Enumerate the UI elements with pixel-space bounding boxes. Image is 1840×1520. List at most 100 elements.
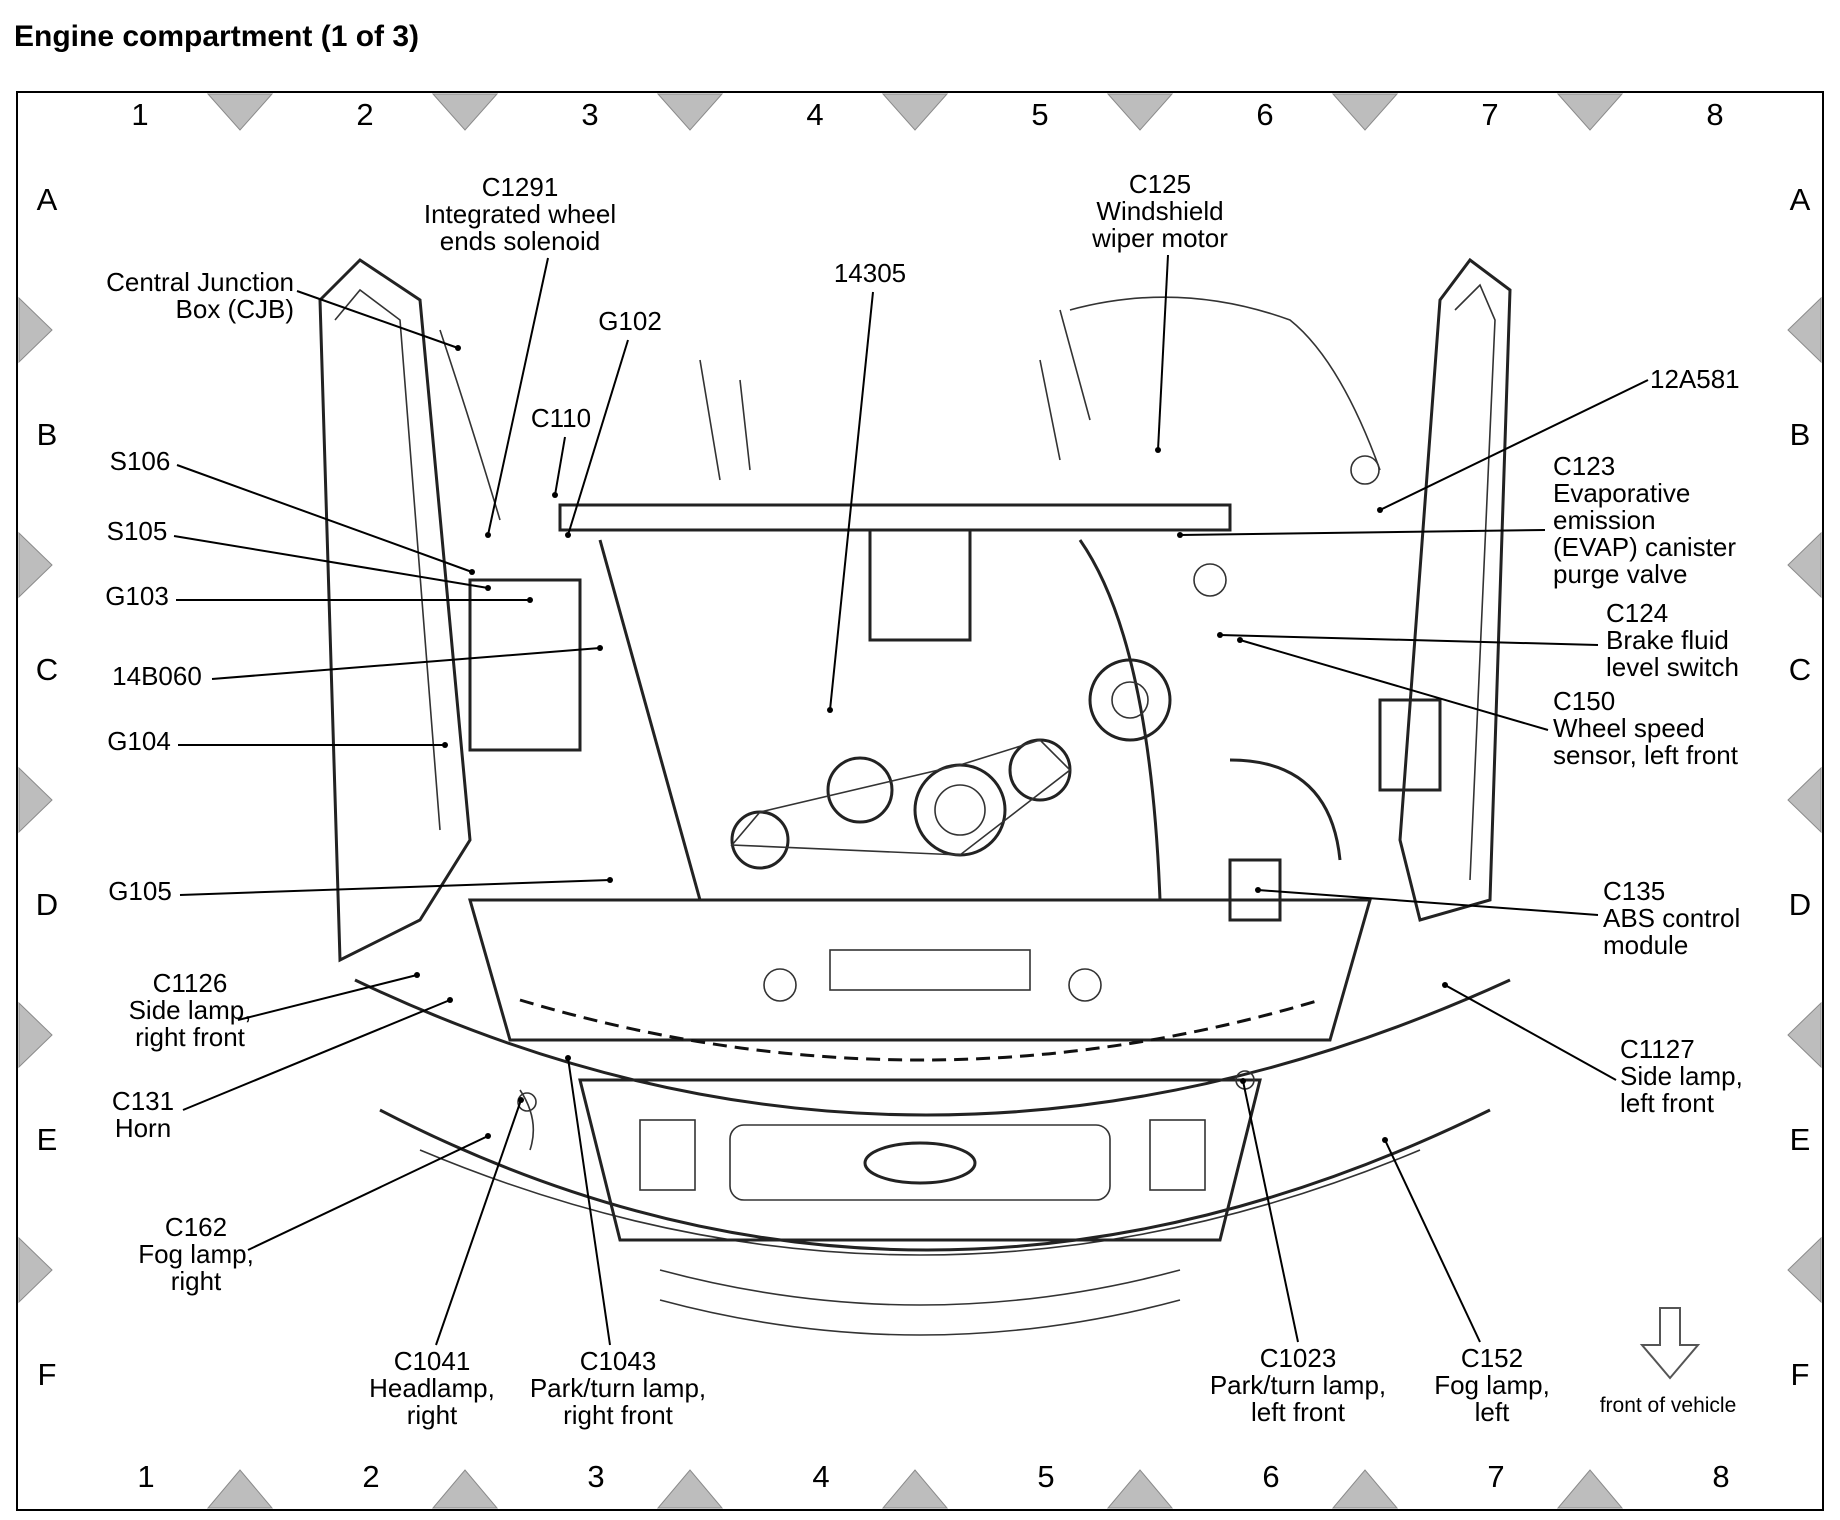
leader-end-c125 xyxy=(1155,447,1161,453)
callout-c123-code: C123 xyxy=(1553,451,1615,481)
grid-column-bottom-2: 2 xyxy=(362,1459,379,1494)
callout-s106: S106 xyxy=(110,446,171,476)
callout-c131-desc: Horn xyxy=(115,1113,171,1143)
leader-end-s105 xyxy=(485,585,491,591)
callout-cjb-code: Central Junction xyxy=(106,267,294,297)
leader-line-c125 xyxy=(1157,254,1169,451)
leader-line-12a581 xyxy=(1379,379,1649,511)
callout-c162-code: C162 xyxy=(165,1212,227,1242)
engine-illustration xyxy=(318,257,1512,1336)
grid-marker-bottom xyxy=(1331,1469,1399,1509)
grid-marker-right xyxy=(1787,1001,1822,1069)
grid-marker-bottom xyxy=(1106,1469,1174,1509)
crank-pulley xyxy=(913,763,1007,857)
callout-14305-code: 14305 xyxy=(834,258,906,288)
harness-dashed-front xyxy=(519,998,1321,1062)
callout-c124-desc: level switch xyxy=(1606,652,1739,682)
left-fender-inner xyxy=(1454,283,1496,881)
leader-line-c123 xyxy=(1179,529,1546,536)
fog-harness-right xyxy=(519,1089,535,1151)
callout-c1291-desc: Integrated wheel xyxy=(424,199,616,229)
grid-column-top-1: 1 xyxy=(131,97,148,132)
grid-marker-bottom xyxy=(656,1469,724,1509)
callout-c1127-code: C1127 xyxy=(1620,1034,1695,1064)
oval-emblem xyxy=(863,1141,977,1185)
leader-line-c1291 xyxy=(487,257,549,536)
callout-g105-code: G105 xyxy=(108,876,172,906)
grid-column-top-2: 2 xyxy=(356,97,373,132)
leader-end-14305 xyxy=(827,707,833,713)
leader-line-c1126 xyxy=(237,974,418,1021)
callout-c1041-desc: right xyxy=(407,1400,458,1430)
leader-end-c1041 xyxy=(518,1097,524,1103)
callout-c1043-desc: Park/turn lamp, xyxy=(530,1373,706,1403)
callout-c123-desc: Evaporative xyxy=(1553,478,1690,508)
callout-c110-code: C110 xyxy=(531,403,591,433)
grille-bar xyxy=(729,1124,1111,1201)
alternator-pulley xyxy=(826,756,894,824)
callout-c1023-desc: left front xyxy=(1251,1397,1346,1427)
right-fender-outline xyxy=(318,258,472,963)
callout-c152-desc: Fog lamp, xyxy=(1434,1370,1550,1400)
leader-end-c1023 xyxy=(1240,1078,1246,1084)
harness-cjb xyxy=(439,329,501,521)
grid-column-bottom-4: 4 xyxy=(812,1459,829,1494)
callout-c152-code: C152 xyxy=(1461,1343,1523,1373)
grid-row-left-F: F xyxy=(38,1357,57,1392)
grid-column-bottom-1: 1 xyxy=(137,1459,154,1494)
support-plate xyxy=(829,949,1031,991)
leader-line-c1043 xyxy=(567,1057,611,1346)
leader-line-s105 xyxy=(173,535,489,589)
leader-lines xyxy=(173,254,1649,1346)
grid-column-bottom-8: 8 xyxy=(1712,1459,1729,1494)
callout-c1043-code: C1043 xyxy=(580,1346,657,1376)
leader-end-s106 xyxy=(469,569,475,575)
callout-c123-desc: emission xyxy=(1553,505,1656,535)
leader-end-c152 xyxy=(1382,1137,1388,1143)
leader-end-g104 xyxy=(442,742,448,748)
grid-marker-bottom xyxy=(881,1469,949,1509)
callout-s105: S105 xyxy=(107,516,168,546)
support-bolt-right xyxy=(763,968,797,1002)
leader-end-c1127 xyxy=(1442,982,1448,988)
callout-c162-desc: Fog lamp, xyxy=(138,1239,254,1269)
callout-g103-code: G103 xyxy=(105,581,169,611)
grid-column-bottom-6: 6 xyxy=(1262,1459,1279,1494)
leader-line-14b060 xyxy=(211,647,601,680)
grid-marker-left xyxy=(18,766,53,834)
leader-end-c110 xyxy=(552,492,558,498)
callout-c1023-desc: Park/turn lamp, xyxy=(1210,1370,1386,1400)
grille-insert-left xyxy=(1149,1119,1206,1191)
grid-marker-top xyxy=(881,93,949,131)
leader-end-cjb xyxy=(455,345,461,351)
grid-column-top-7: 7 xyxy=(1481,97,1498,132)
leader-line-c1041 xyxy=(435,1099,522,1346)
grid-marker-right xyxy=(1787,766,1822,834)
callout-c1291-code: C1291 xyxy=(482,172,559,202)
grid-column-top-5: 5 xyxy=(1031,97,1048,132)
bumper-bottom-outline xyxy=(379,1108,1491,1252)
leader-line-g105 xyxy=(179,879,611,896)
grid-marker-right xyxy=(1787,1236,1822,1304)
callout-c1041-desc: Headlamp, xyxy=(369,1373,495,1403)
leader-end-c131 xyxy=(447,997,453,1003)
brake-reservoir xyxy=(1088,658,1172,742)
lower-grille-bottom xyxy=(659,1299,1181,1336)
callout-c135-desc: ABS control xyxy=(1603,903,1740,933)
purge-valve-body xyxy=(1193,563,1227,597)
callout-c150-desc: sensor, left front xyxy=(1553,740,1739,770)
callout-c1127-desc: Side lamp, xyxy=(1620,1061,1743,1091)
leader-end-14b060 xyxy=(597,645,603,651)
grid-marker-left xyxy=(18,296,53,364)
